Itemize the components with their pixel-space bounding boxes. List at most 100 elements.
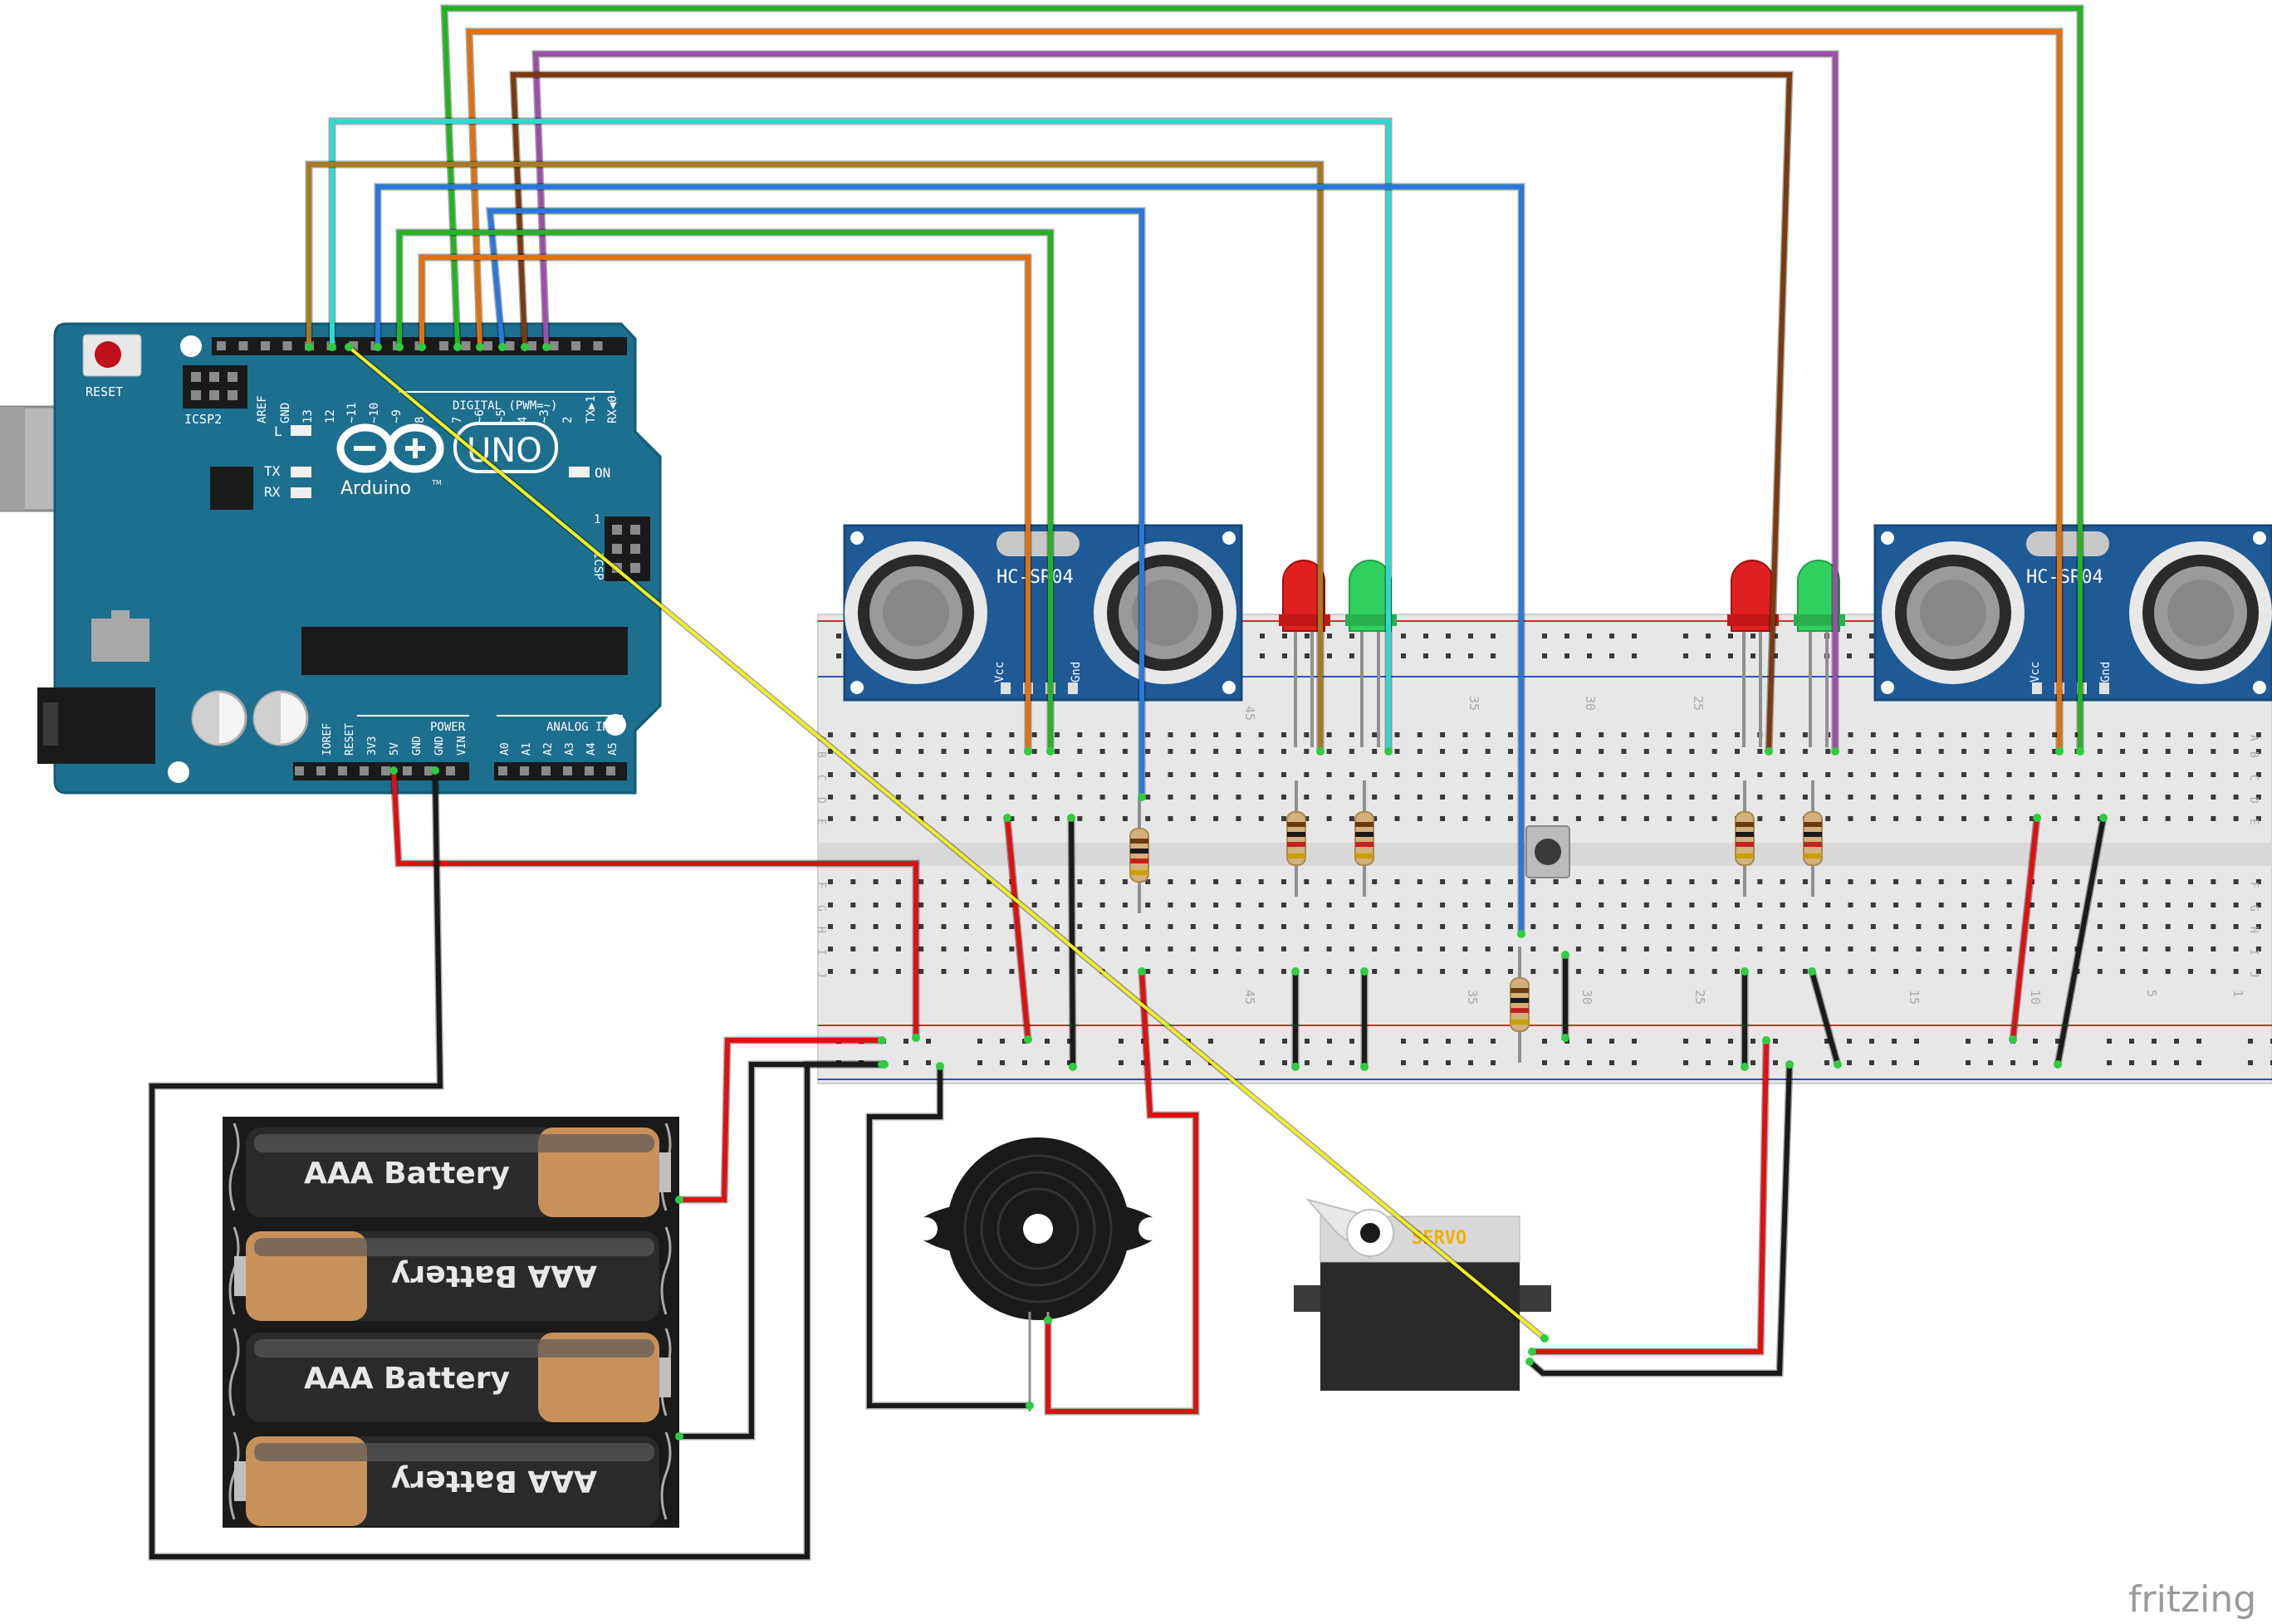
hole [1168,947,1173,951]
hole [1938,732,1944,737]
rail-hole [1327,1060,1332,1065]
digital-pin-label: 2 [561,417,575,423]
hole [2255,902,2261,907]
wire-end [936,1062,944,1070]
rail-hole [2129,1060,2134,1065]
hole [1870,795,1876,800]
push-button[interactable] [1525,825,1570,878]
hole [1735,947,1740,951]
hole [828,749,833,754]
hole [1621,947,1627,951]
hole [2211,947,2216,951]
hole [1961,772,1966,777]
hole [1621,749,1627,754]
hole [1077,969,1083,974]
header-pin [403,766,412,775]
hole [1825,947,1831,951]
wire-end [2099,814,2108,822]
hole [1780,732,1785,737]
hole [1508,795,1513,800]
hole [2029,947,2035,951]
hole [1326,879,1332,884]
wire-end [2055,747,2064,756]
digital-pin-label: 12 [324,409,337,423]
hole [1667,924,1672,929]
rail-hole [1564,1060,1569,1065]
hole [1213,816,1219,821]
wire-end [2076,747,2084,756]
hole [2233,902,2239,907]
hole [1780,816,1785,821]
rail-hole [1186,1060,1191,1065]
rail-hole [1401,633,1406,638]
hole [1417,749,1422,754]
row-letter: D [815,797,827,804]
rail-hole [1141,1060,1146,1065]
rail-hole [1751,653,1755,658]
rail-hole [977,1060,982,1065]
hole [1893,902,1899,907]
icsp-one-label: 1 [594,513,600,526]
hole [828,902,833,907]
hole [1394,947,1400,951]
digital-pin-label: 13 [301,409,315,423]
hole [1553,749,1559,754]
hole [2142,795,2148,800]
hole [1485,924,1491,929]
hole [2255,879,2261,884]
hole [963,924,969,929]
hole [1689,816,1695,821]
hole [1009,902,1015,907]
hole [1031,902,1037,907]
hole [1780,772,1785,777]
digital-pin-label: ~3 [538,409,551,423]
hole [987,772,992,777]
hole [1281,749,1286,754]
hole [1349,947,1354,951]
hole [1349,749,1354,754]
hole [1893,732,1899,737]
hole [2052,732,2058,737]
hole [1031,772,1037,777]
hole [1304,816,1310,821]
hole [1870,924,1876,929]
hole [1326,816,1332,821]
hole [1236,947,1241,951]
hole [1757,749,1763,754]
wire-end [345,343,353,351]
rail-hole [1305,1060,1310,1065]
wire-end [1808,967,1816,976]
hole [2165,772,2171,777]
hole [1984,816,1990,821]
hole [1258,749,1264,754]
hole [1485,969,1491,974]
hole [2142,969,2148,974]
hole [1190,816,1196,821]
hole [2255,816,2261,821]
rail-hole [1045,1060,1050,1065]
hole [987,902,992,907]
hole [1145,795,1151,800]
hole [1349,969,1354,974]
hole [1599,879,1604,884]
hole [1802,902,1808,907]
hole [1462,816,1468,821]
hole [1870,879,1876,884]
col-number: 25 [1691,696,1706,711]
col-number: 15 [1907,990,1922,1005]
hole [2165,969,2171,974]
digital-pin-label: AREF [256,395,269,423]
hole [2188,879,2193,884]
hole [1757,902,1763,907]
hole [1417,772,1422,777]
wire-end [1003,814,1011,822]
hole [1236,772,1241,777]
hole [1417,879,1422,884]
hole [2211,795,2216,800]
hole [1190,749,1196,754]
rail-hole [1327,633,1332,638]
hole [1870,969,1876,974]
wire [397,230,1053,751]
